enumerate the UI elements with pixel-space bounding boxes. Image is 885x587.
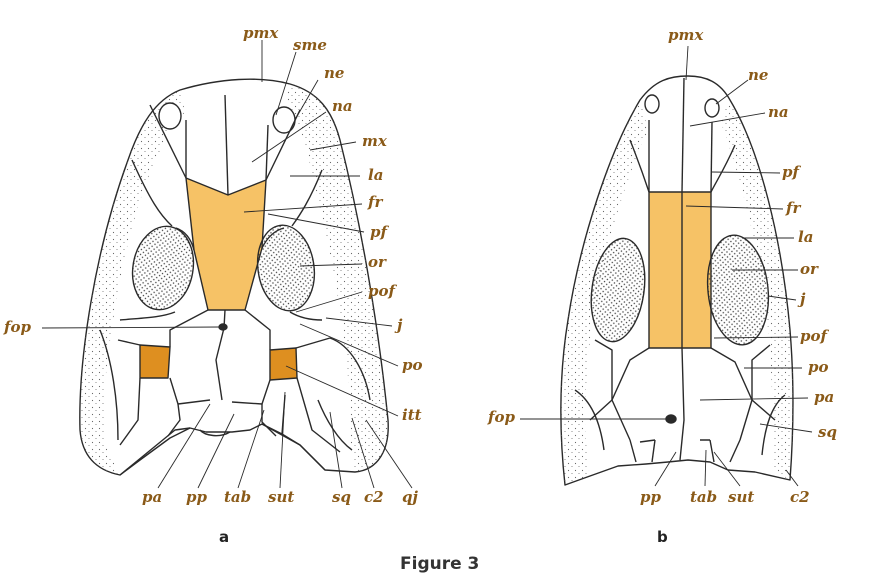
label-b-tab: tab [690, 488, 718, 506]
label-b-la: la [798, 228, 814, 246]
label-b-c2: c2 [790, 488, 810, 506]
label-a-po: po [402, 356, 423, 374]
label-a-sme: sme [293, 36, 327, 54]
naris-right-b [704, 98, 720, 118]
orbit-right-a [256, 224, 316, 312]
label-b-fr: fr [786, 199, 801, 217]
label-b-sut: sut [728, 488, 755, 506]
figure-caption: Figure 3 [400, 554, 480, 574]
naris-left-a [158, 102, 182, 130]
panel-label-a: a [219, 528, 230, 546]
label-a-pa: pa [142, 488, 163, 506]
leaders-a [41, 40, 413, 489]
pineal-a [218, 323, 228, 331]
naris-right-a [272, 106, 296, 134]
label-b-pp: pp [640, 488, 661, 506]
label-a-pf: pf [370, 223, 387, 241]
frontal-b [648, 191, 712, 349]
label-a-pof: pof [368, 282, 395, 300]
label-a-fop: fop [4, 318, 31, 336]
label-a-pp: pp [186, 488, 207, 506]
label-b-fop: fop [488, 408, 515, 426]
frontal-a [185, 177, 267, 311]
label-b-po: po [808, 358, 829, 376]
label-a-j: j [397, 316, 403, 334]
label-a-mx: mx [362, 132, 387, 150]
skull-b [560, 75, 794, 486]
naris-left-b [644, 94, 660, 114]
pineal-b [665, 414, 677, 424]
label-b-j: j [800, 290, 806, 308]
intertemporal-right-a [269, 347, 298, 381]
panel-label-b: b [657, 528, 668, 546]
label-a-la: la [368, 166, 384, 184]
label-b-pa: pa [814, 388, 835, 406]
orbit-left-b [590, 237, 646, 343]
label-a-c2: c2 [364, 488, 384, 506]
label-a-sq: sq [332, 488, 351, 506]
orbit-left-a [131, 225, 195, 311]
label-a-na: na [332, 97, 353, 115]
label-b-ne: ne [748, 66, 769, 84]
label-b-sq: sq [818, 423, 837, 441]
label-a-tab: tab [224, 488, 252, 506]
label-a-sut: sut [268, 488, 295, 506]
label-b-pf: pf [782, 163, 799, 181]
skull-a [79, 78, 389, 476]
leaders-b [520, 45, 813, 487]
label-a-pmx: pmx [243, 24, 279, 42]
label-a-qj: qj [402, 488, 418, 506]
intertemporal-left-a [139, 344, 171, 379]
label-b-or: or [800, 260, 818, 278]
label-b-na: na [768, 103, 789, 121]
orbit-right-b [706, 234, 770, 346]
label-b-pmx: pmx [668, 26, 704, 44]
label-a-fr: fr [368, 193, 383, 211]
label-a-or: or [368, 253, 386, 271]
label-b-pof: pof [800, 327, 827, 345]
label-a-ne: ne [324, 64, 345, 82]
label-a-itt: itt [402, 406, 422, 424]
